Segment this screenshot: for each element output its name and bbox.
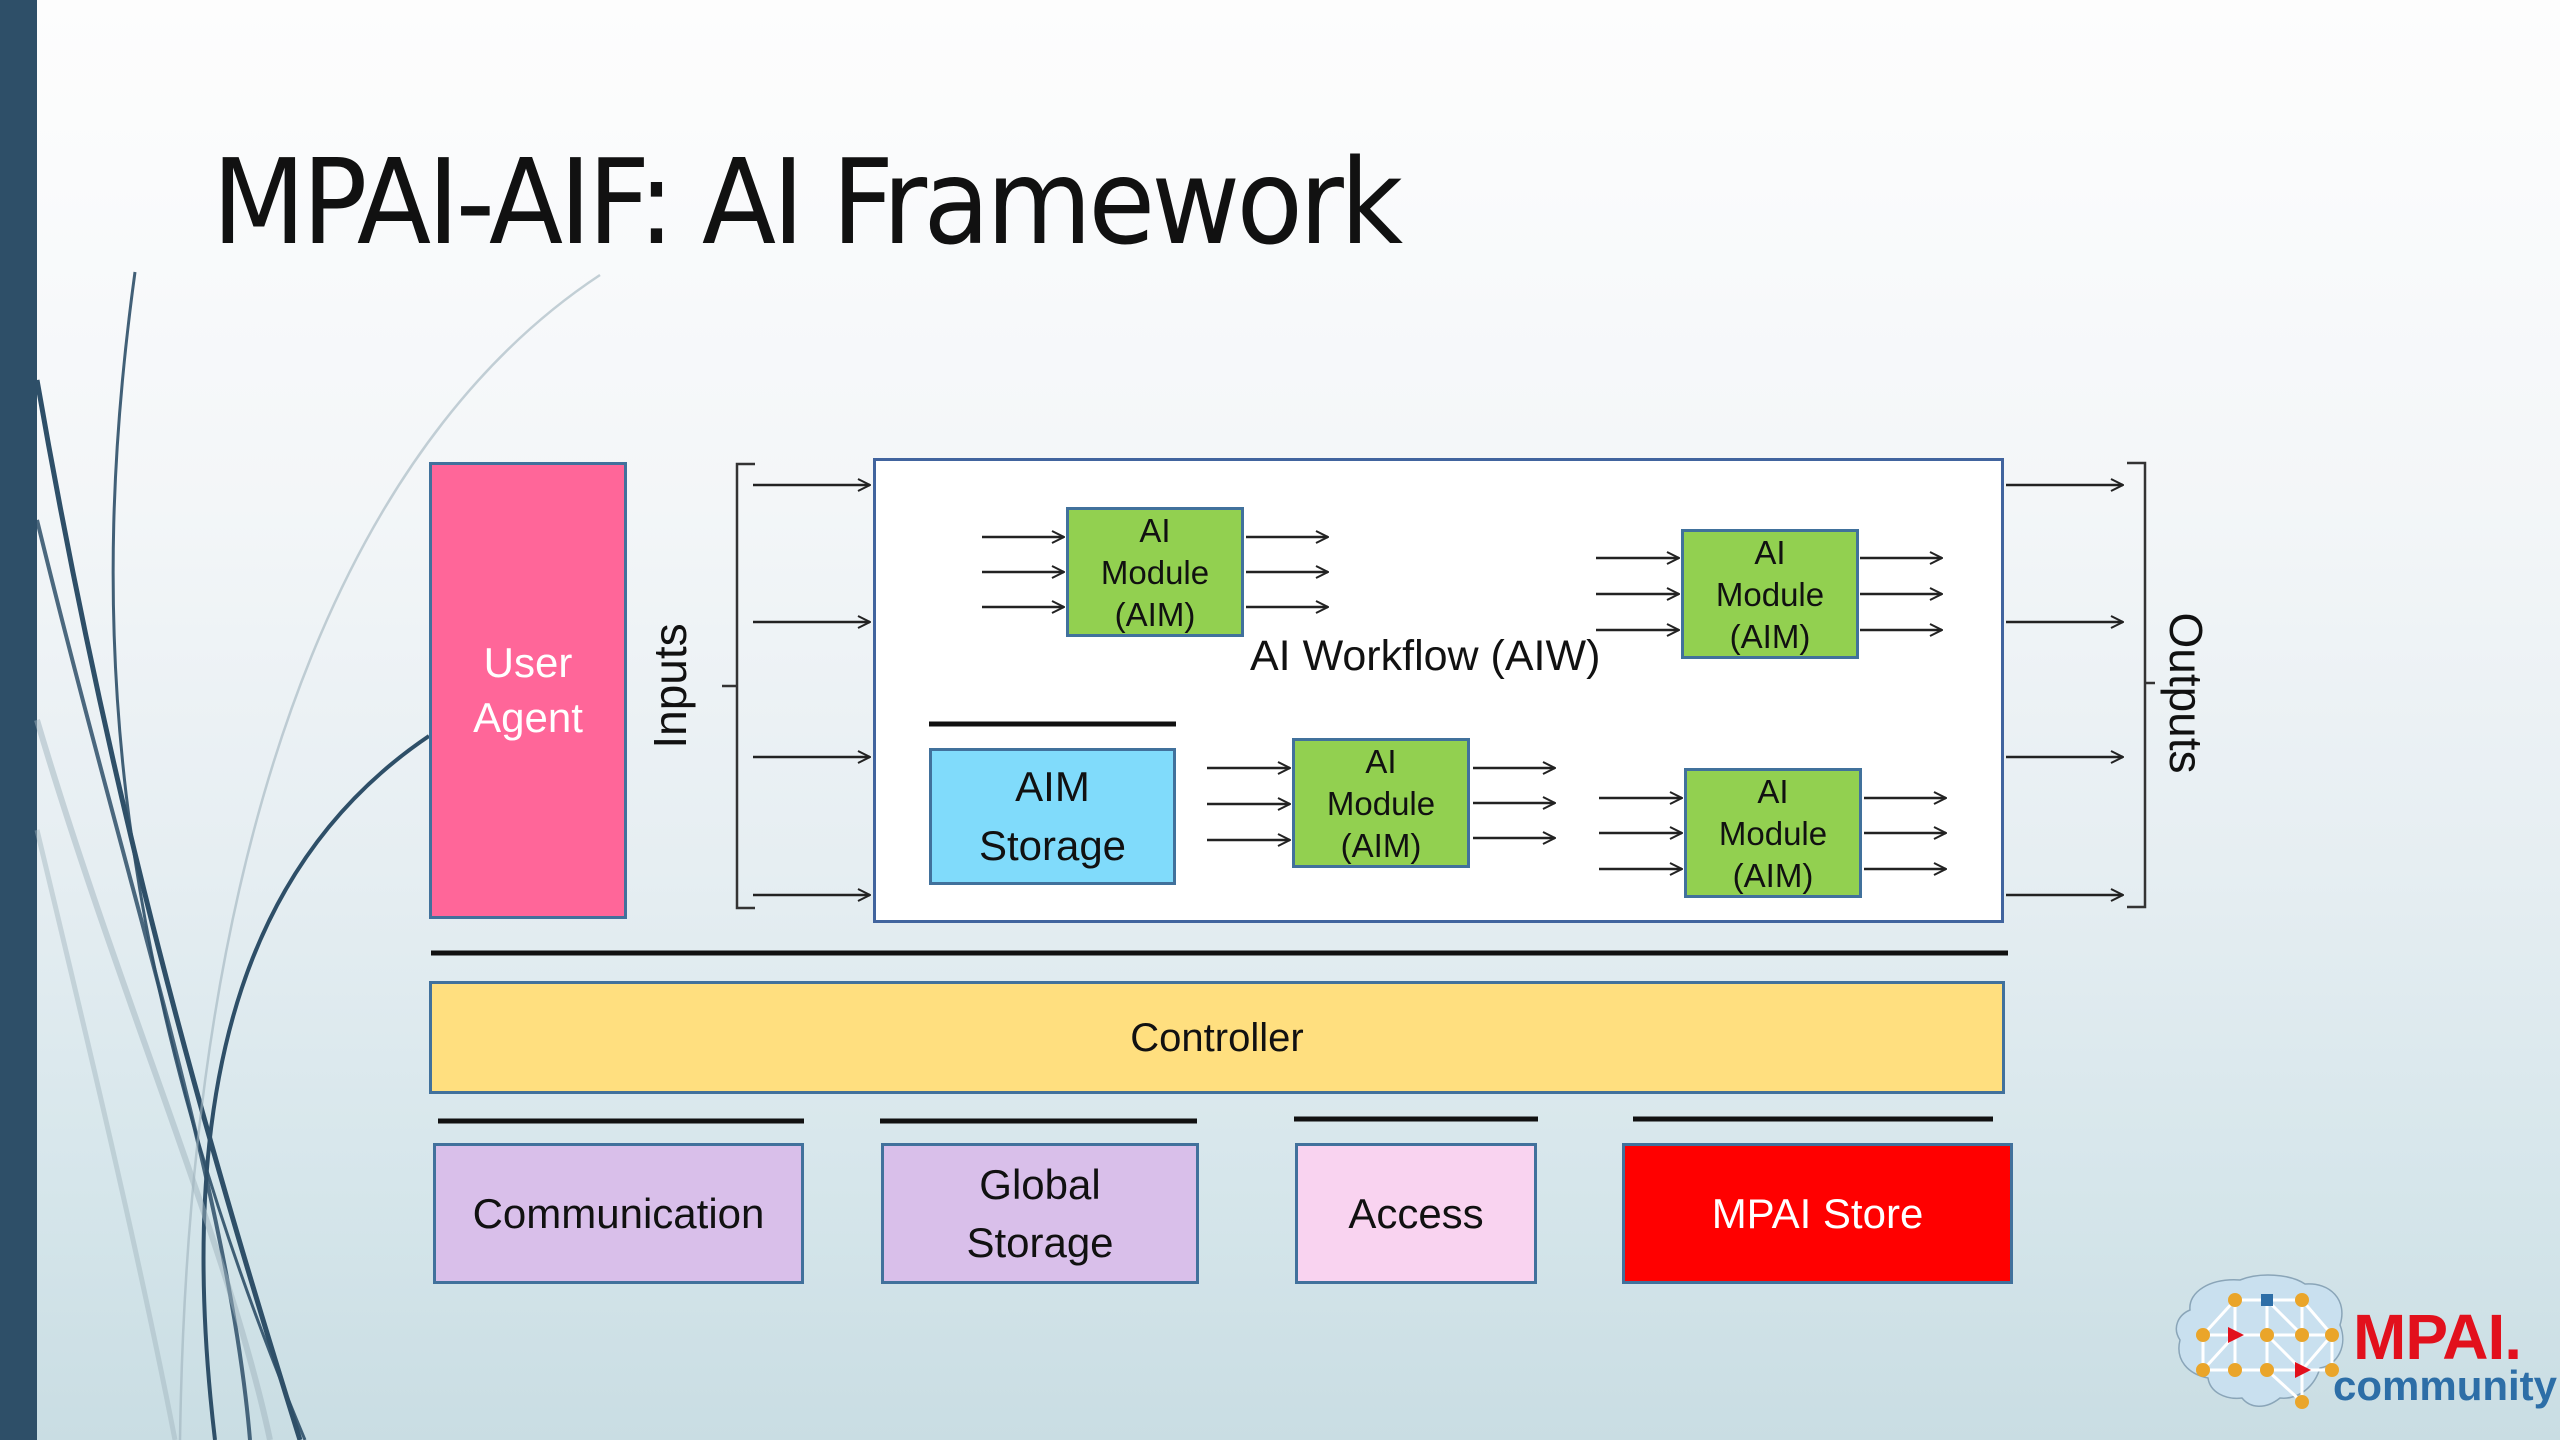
ai-module-box: AI Module (AIM) <box>1684 768 1862 898</box>
inputs-label: Inputs <box>644 623 696 749</box>
controller-box: Controller <box>429 981 2005 1094</box>
aim-storage-label-line-2: Storage <box>978 821 1127 869</box>
ai-module-box: AI Module (AIM) <box>1292 738 1470 868</box>
logo-tagline: community <box>2333 1362 2558 1409</box>
logo-name: MPAI. <box>2353 1301 2522 1373</box>
ai-module-box: AI Module (AIM) <box>1066 507 1244 637</box>
mpai-store-label: MPAI Store <box>1711 1189 1924 1237</box>
user-agent-label-line-2: Agent <box>473 693 583 741</box>
user-agent-label-line-1: User <box>483 638 573 686</box>
aim-label-line: AI <box>1757 772 1789 810</box>
aim-label-line: AI <box>1754 533 1786 571</box>
deco-curve-2 <box>34 379 303 1440</box>
aim-label-line: Module <box>1100 553 1210 591</box>
aim-label-line: (AIM) <box>1729 618 1811 656</box>
aim-label-line: AI <box>1139 511 1171 549</box>
aim-label-line: (AIM) <box>1732 857 1814 895</box>
slide-sidebar-bar <box>0 0 37 1440</box>
aim-label-line: Module <box>1326 784 1436 822</box>
outputs-label: Outputs <box>2160 612 2212 774</box>
mpai-store-box: MPAI Store <box>1622 1143 2013 1284</box>
aim-label-line: Module <box>1718 814 1828 852</box>
global-storage-label-line-1: Global <box>979 1160 1101 1208</box>
access-box: Access <box>1295 1143 1537 1284</box>
brain-network-icon <box>2175 1274 2344 1409</box>
global-storage-box: Global Storage <box>881 1143 1199 1284</box>
deco-curve-6 <box>34 719 273 1440</box>
aim-label-line: AI <box>1365 742 1397 780</box>
access-label: Access <box>1348 1189 1484 1237</box>
inputs-bracket <box>735 462 755 910</box>
outputs-bracket <box>2127 461 2147 909</box>
deco-curve-1 <box>111 271 307 1440</box>
communication-label: Communication <box>472 1189 765 1237</box>
ai-workflow-label: AI Workflow (AIW) <box>1250 632 1601 680</box>
aim-label-line: Module <box>1715 575 1825 613</box>
global-storage-label-line-2: Storage <box>966 1218 1114 1266</box>
slide-title: MPAI-AIF: AI Framework <box>212 133 1403 271</box>
aim-storage-label-line-1: AIM <box>1015 762 1090 810</box>
aim-storage-box: AIM Storage <box>929 748 1176 885</box>
aim-label-line: (AIM) <box>1114 596 1196 634</box>
ai-module-box: AI Module (AIM) <box>1681 529 1859 659</box>
deco-curve-3 <box>35 519 252 1440</box>
deco-curve-4 <box>201 734 431 1440</box>
controller-label: Controller <box>1130 1015 1304 1060</box>
communication-box: Communication <box>433 1143 804 1284</box>
user-agent-box: User Agent <box>429 462 627 919</box>
deco-curve-7 <box>34 829 178 1440</box>
aim-label-line: (AIM) <box>1340 827 1422 865</box>
